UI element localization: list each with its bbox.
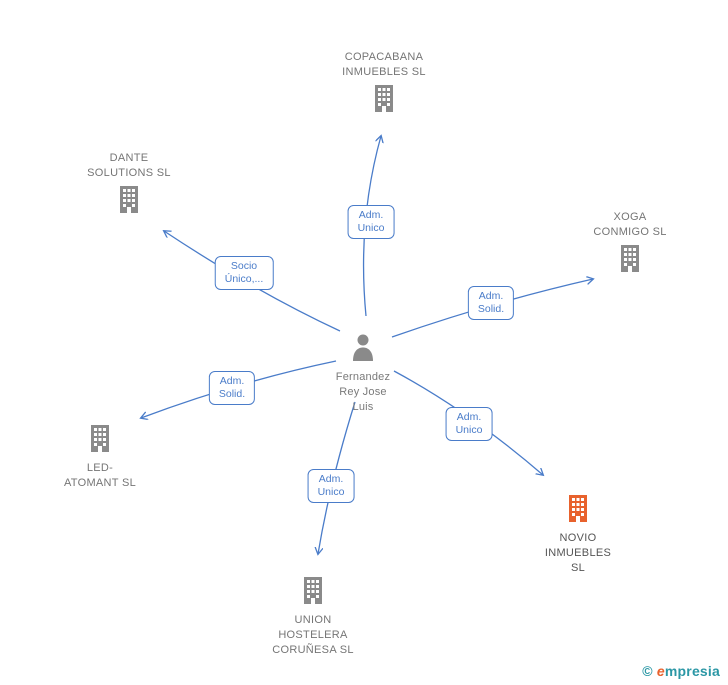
company-node-dante-solutions-sl[interactable]: DANTE SOLUTIONS SL — [54, 151, 204, 222]
company-node-union-hostelera-corunesa-sl[interactable]: UNION HOSTELERA CORUÑESA SL — [243, 572, 383, 658]
company-label: LED- ATOMANT SL — [63, 462, 137, 489]
copyright-icon: © — [642, 663, 653, 679]
building-icon — [617, 244, 643, 277]
company-label: NOVIO INMUEBLES SL — [544, 532, 612, 574]
company-node-copacabana-inmuebles-sl[interactable]: COPACABANA INMUEBLES SL — [309, 50, 459, 121]
company-label: COPACABANA INMUEBLES SL — [342, 51, 426, 78]
building-icon — [116, 185, 142, 218]
brand-logo-text: mpresia — [664, 663, 720, 679]
edge-label-adm-unico-novio: Adm. Unico — [445, 407, 493, 441]
edge-label-adm-unico-copacabana: Adm. Unico — [347, 205, 395, 239]
edge-label-socio-unico-dante: Socio Único,... — [214, 256, 274, 290]
building-icon — [565, 494, 591, 527]
brand-logo-letter: e — [656, 663, 665, 679]
person-icon — [351, 334, 375, 366]
edge-label-adm-unico-union: Adm. Unico — [307, 469, 355, 503]
building-icon — [87, 424, 113, 457]
empresia-watermark[interactable]: © empresia — [642, 663, 720, 679]
company-label: XOGA CONMIGO SL — [593, 211, 667, 238]
company-node-led-atomant-sl[interactable]: LED- ATOMANT SL — [30, 420, 170, 491]
edge-label-adm-solid-xoga: Adm. Solid. — [467, 286, 515, 320]
building-icon — [300, 576, 326, 609]
company-label: DANTE SOLUTIONS SL — [87, 152, 171, 179]
person-name: Fernandez Rey Jose Luis — [335, 371, 391, 413]
person-node-fernandez-rey-jose-luis[interactable]: Fernandez Rey Jose Luis — [303, 330, 423, 415]
edge-label-adm-solid-led: Adm. Solid. — [208, 371, 256, 405]
building-icon — [371, 84, 397, 117]
company-node-xoga-conmigo-sl[interactable]: XOGA CONMIGO SL — [560, 210, 700, 281]
company-label: UNION HOSTELERA CORUÑESA SL — [272, 614, 354, 656]
company-node-novio-inmuebles-sl[interactable]: NOVIO INMUEBLES SL — [508, 490, 648, 576]
